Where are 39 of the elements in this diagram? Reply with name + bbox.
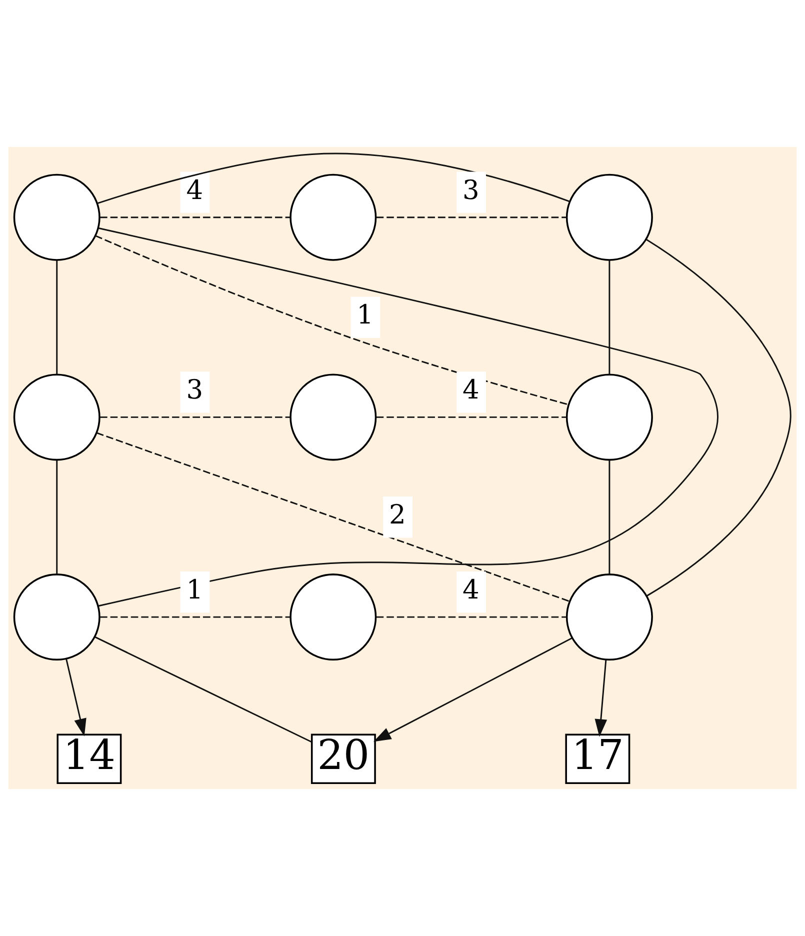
node-box: 17 <box>565 734 630 784</box>
node-box: 14 <box>56 734 122 784</box>
connector <box>56 460 58 574</box>
node-circle <box>566 174 653 261</box>
arrow <box>66 658 86 736</box>
arrow <box>373 637 572 742</box>
connector <box>376 616 567 618</box>
edge-label: 4 <box>462 574 480 606</box>
edge-label: 4 <box>186 174 204 206</box>
edge-label: 3 <box>186 374 204 406</box>
connector <box>100 416 290 418</box>
node-circle <box>290 174 377 261</box>
node-box: 20 <box>310 734 376 784</box>
connector <box>56 260 58 374</box>
node-circle <box>566 574 653 661</box>
connector <box>608 260 610 374</box>
edge-label: 2 <box>389 500 406 531</box>
edge-label: 3 <box>462 174 480 206</box>
connector <box>608 460 610 574</box>
node-circle <box>13 174 100 261</box>
connector <box>100 216 290 218</box>
connector <box>376 216 567 218</box>
connector <box>96 432 570 602</box>
node-circle <box>290 374 377 461</box>
connector <box>95 235 568 406</box>
connector <box>97 152 570 204</box>
node-circle <box>566 374 653 461</box>
edge-label: 1 <box>356 300 374 331</box>
node-circle <box>290 574 377 661</box>
edge-label: 1 <box>186 574 204 606</box>
edge-label: 4 <box>462 374 480 406</box>
connector <box>94 636 312 743</box>
arrow <box>594 660 608 737</box>
node-circle <box>13 574 100 661</box>
node-circle <box>13 374 100 461</box>
connector <box>646 238 792 597</box>
connector <box>376 416 567 418</box>
connector <box>100 616 290 618</box>
connector <box>98 227 718 607</box>
